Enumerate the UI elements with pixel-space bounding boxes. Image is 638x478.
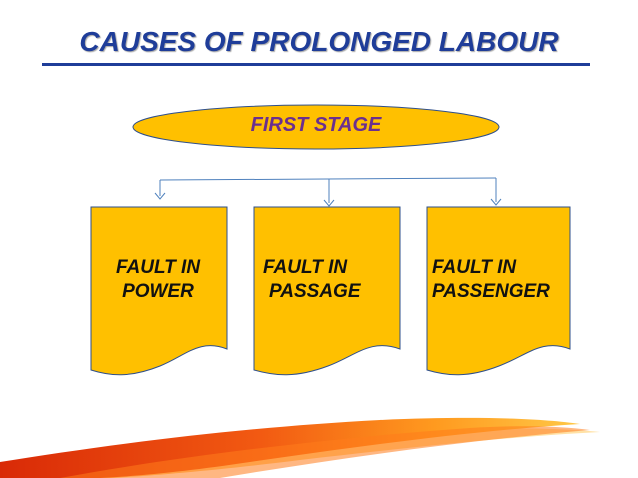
cause-passenger-line2: PASSENGER — [432, 281, 550, 302]
slide-title: CAUSES OF PROLONGED LABOUR — [79, 26, 559, 57]
cause-power-line2: POWER — [122, 281, 194, 302]
cause-passenger-line1: FAULT IN — [432, 257, 517, 278]
cause-power-line1: FAULT IN — [115, 257, 201, 278]
cause-box-passenger — [426, 206, 571, 376]
first-stage-label: FIRST STAGE — [250, 114, 382, 136]
cause-passenger-text: FAULT IN PASSENGER — [432, 256, 550, 304]
cause-passage-line1: FAULT IN — [263, 257, 348, 278]
connector-arrowheads — [154, 192, 502, 207]
decorative-swoosh — [0, 417, 600, 478]
cause-box-power — [90, 206, 228, 376]
title-underline — [42, 63, 590, 66]
cause-passage-text: FAULT IN PASSAGE — [263, 256, 361, 304]
cause-passage-line2: PASSAGE — [269, 281, 361, 302]
cause-box-passage — [253, 206, 401, 376]
cause-power-text: FAULT IN POWER — [108, 256, 208, 304]
first-stage-ellipse — [132, 104, 500, 150]
connector-lines — [159, 177, 497, 203]
